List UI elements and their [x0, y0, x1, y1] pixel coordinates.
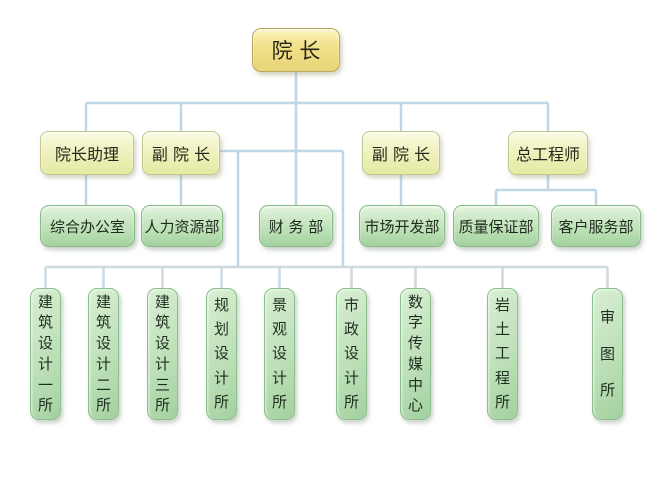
node-qa-dept: 质量保证部 [453, 205, 539, 247]
node-arch-design-2: 建筑设计二所 [88, 288, 119, 420]
node-dean-assistant: 院长助理 [40, 131, 134, 175]
node-digital-media-center: 数字传媒中心 [400, 288, 431, 420]
upper-connectors [84, 72, 598, 267]
node-arch-design-3: 建筑设计三所 [147, 288, 178, 420]
node-vice-dean-2: 副 院 长 [362, 131, 440, 175]
edge-chiefengineer-to-qa-cs [494, 175, 598, 205]
node-vice-dean-1: 副 院 长 [142, 131, 220, 175]
node-hr-dept: 人力资源部 [141, 205, 223, 247]
node-dean: 院 长 [252, 28, 340, 72]
node-planning-design: 规划设计所 [206, 288, 237, 420]
node-general-office: 综合办公室 [40, 205, 135, 247]
lower-connectors [44, 265, 609, 289]
node-arch-design-1: 建筑设计一所 [30, 288, 61, 420]
node-drawing-review: 审图所 [592, 288, 623, 420]
node-customer-service-dept: 客户服务部 [551, 205, 641, 247]
node-market-dev-dept: 市场开发部 [359, 205, 445, 247]
node-geotech-engineering: 岩土工程所 [487, 288, 518, 420]
node-finance-dept: 财 务 部 [259, 205, 333, 247]
node-municipal-design: 市政设计所 [336, 288, 367, 420]
node-chief-engineer: 总工程师 [508, 131, 588, 175]
node-landscape-design: 景观设计所 [264, 288, 295, 420]
